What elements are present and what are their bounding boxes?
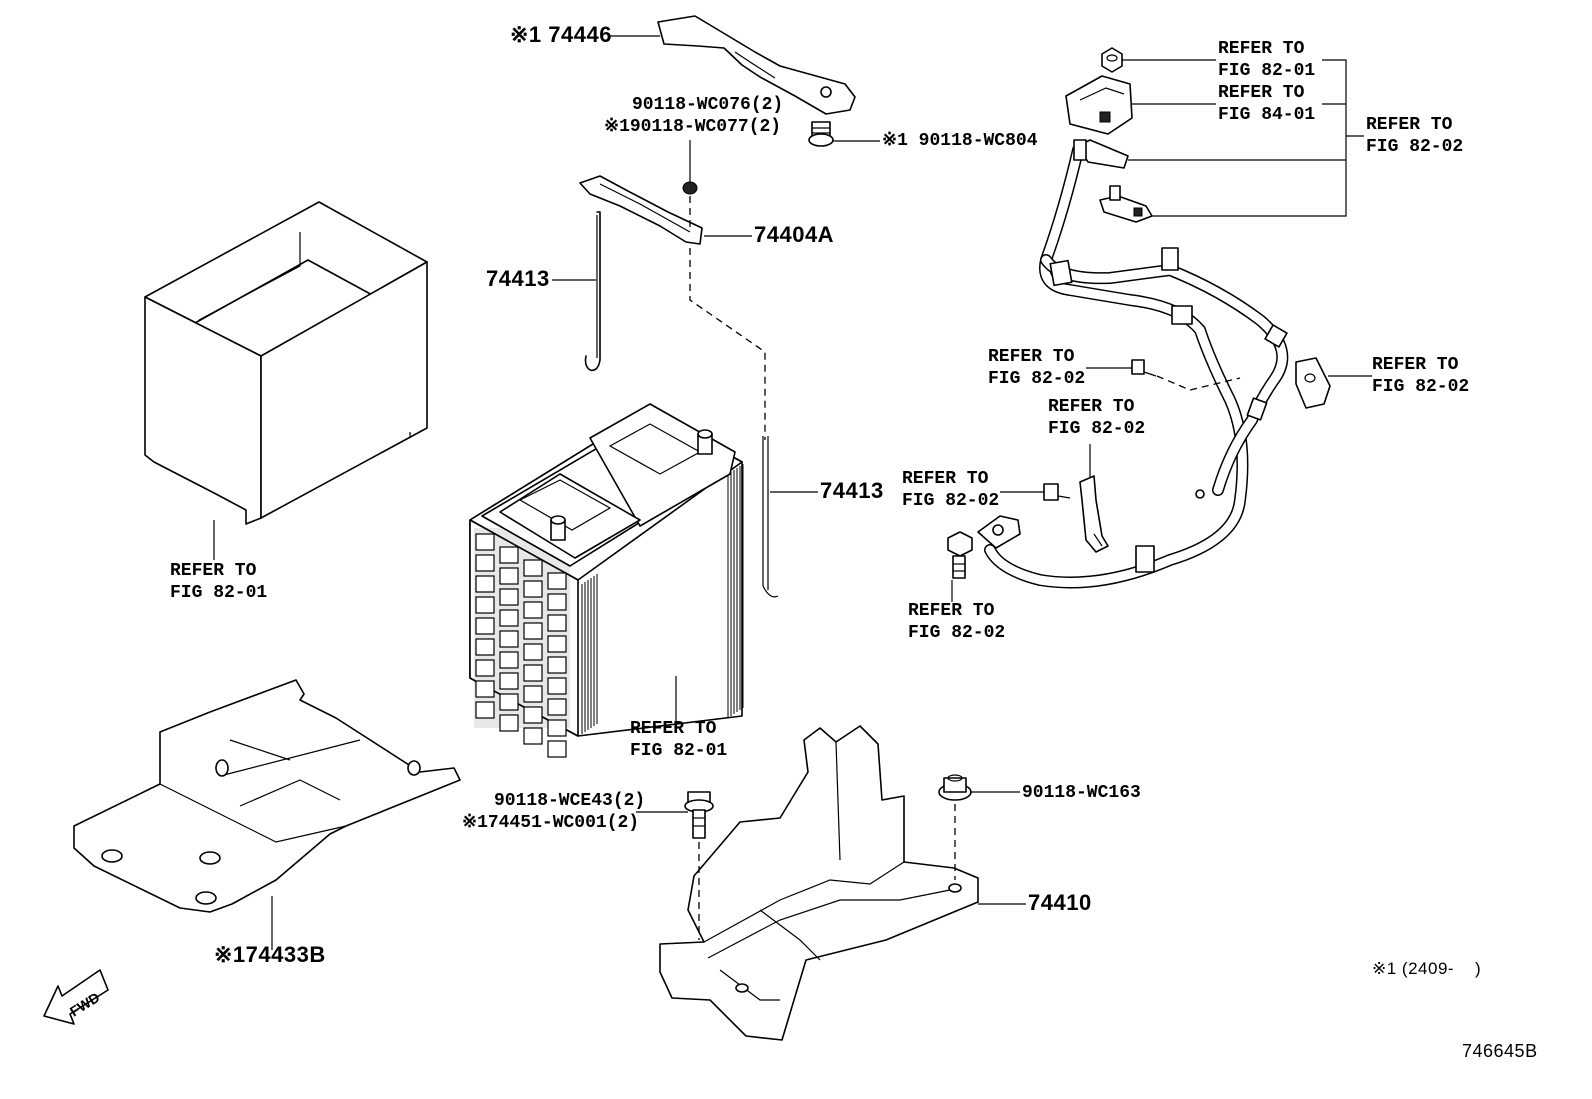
ref-bolt-mid: REFER TO FIG 82-02: [988, 347, 1086, 389]
battery-carrier-74410[interactable]: [659, 725, 979, 1041]
battery-cell: [499, 588, 519, 606]
diagram-code: 746645B: [1462, 1041, 1538, 1061]
battery-box-cover[interactable]: [144, 201, 428, 525]
battery-cell: [523, 580, 543, 598]
label-74404a: 74404A: [754, 222, 835, 247]
label-74413-right: 74413: [820, 478, 884, 503]
battery-cable-harness[interactable]: [977, 139, 1289, 589]
battery-cell: [523, 622, 543, 640]
battery-cell: [523, 727, 543, 745]
terminal-clamp[interactable]: [1099, 185, 1153, 223]
battery-cell: [499, 546, 519, 564]
ref-bolt-low: REFER TO FIG 82-02: [902, 469, 1000, 511]
battery-cell: [475, 554, 495, 572]
ref-box-cover: REFER TO FIG 82-01: [170, 561, 268, 603]
label-74410: 74410: [1028, 890, 1092, 915]
leader-lines: [213, 35, 1372, 950]
hold-down-rod-left[interactable]: [584, 211, 601, 372]
label-74413-left: 74413: [486, 266, 550, 291]
battery-cell: [547, 698, 567, 716]
battery-cell: [547, 677, 567, 695]
bolt-low-right[interactable]: [1043, 483, 1071, 501]
label-wce43: 90118-WCE43(2): [494, 791, 646, 811]
battery-cell: [475, 575, 495, 593]
battery-cell: [547, 593, 567, 611]
battery-cell: [499, 651, 519, 669]
harness-clip-right[interactable]: [1295, 357, 1331, 409]
battery-cell: [475, 596, 495, 614]
battery-cell: [547, 614, 567, 632]
ref-battery: REFER TO FIG 82-01: [630, 719, 728, 761]
bolt-mid-right[interactable]: [1131, 359, 1157, 377]
label-wc163: 90118-WC163: [1022, 783, 1141, 803]
ref-bracket: REFER TO FIG 82-02: [1048, 397, 1146, 439]
ref-bolt-ground: REFER TO FIG 82-02: [908, 601, 1006, 643]
battery-cell: [475, 617, 495, 635]
battery-cell: [547, 656, 567, 674]
battery-cell: [499, 714, 519, 732]
label-wc076: 90118-WC076(2): [632, 95, 784, 115]
battery-cell: [523, 559, 543, 577]
bracket-harness[interactable]: [1079, 475, 1109, 553]
battery-tray-74433b[interactable]: [73, 679, 461, 913]
upper-bracket-74446[interactable]: [657, 15, 856, 115]
label-wc001: ※174451-WC001(2): [462, 813, 640, 833]
ref-fuse: REFER TO FIG 84-01: [1218, 83, 1316, 125]
nut-wc804[interactable]: [808, 121, 834, 147]
hold-down-rod-right[interactable]: [762, 436, 779, 598]
bolt-ground[interactable]: [947, 531, 973, 579]
fuse-block[interactable]: [1065, 75, 1133, 135]
ref-cable-group: REFER TO FIG 82-02: [1366, 115, 1464, 157]
battery-cell: [475, 638, 495, 656]
battery-cell: [475, 680, 495, 698]
battery-cell: [547, 740, 567, 758]
bolt-wce43[interactable]: [684, 791, 714, 940]
battery-cell: [523, 664, 543, 682]
ref-nut-top: REFER TO FIG 82-01: [1218, 39, 1316, 81]
battery-cell: [523, 685, 543, 703]
battery-cell: [475, 533, 495, 551]
battery-cell: [499, 567, 519, 585]
label-74433b: ※174433B: [214, 942, 326, 967]
fwd-arrow-icon: FWD: [43, 969, 109, 1025]
battery-cell: [499, 693, 519, 711]
terminal-nut-top[interactable]: [1101, 47, 1123, 73]
battery-cell: [523, 706, 543, 724]
battery-cell: [523, 601, 543, 619]
nut-wc163[interactable]: [938, 774, 972, 880]
battery[interactable]: [469, 403, 744, 758]
label-wc804: ※1 90118-WC804: [882, 131, 1038, 151]
ref-clip-right: REFER TO FIG 82-02: [1372, 355, 1470, 397]
label-wc077: ※190118-WC077(2): [604, 117, 782, 137]
battery-cell: [499, 672, 519, 690]
footnote: ※1 (2409- ): [1372, 959, 1482, 978]
battery-cell: [547, 635, 567, 653]
battery-cell: [547, 572, 567, 590]
battery-cell: [475, 701, 495, 719]
battery-cell: [499, 609, 519, 627]
battery-cell: [523, 643, 543, 661]
battery-cell: [475, 659, 495, 677]
battery-clamp-74404a[interactable]: [579, 175, 703, 245]
battery-cell: [499, 630, 519, 648]
label-74446: ※1 74446: [510, 22, 612, 47]
battery-cell: [547, 719, 567, 737]
